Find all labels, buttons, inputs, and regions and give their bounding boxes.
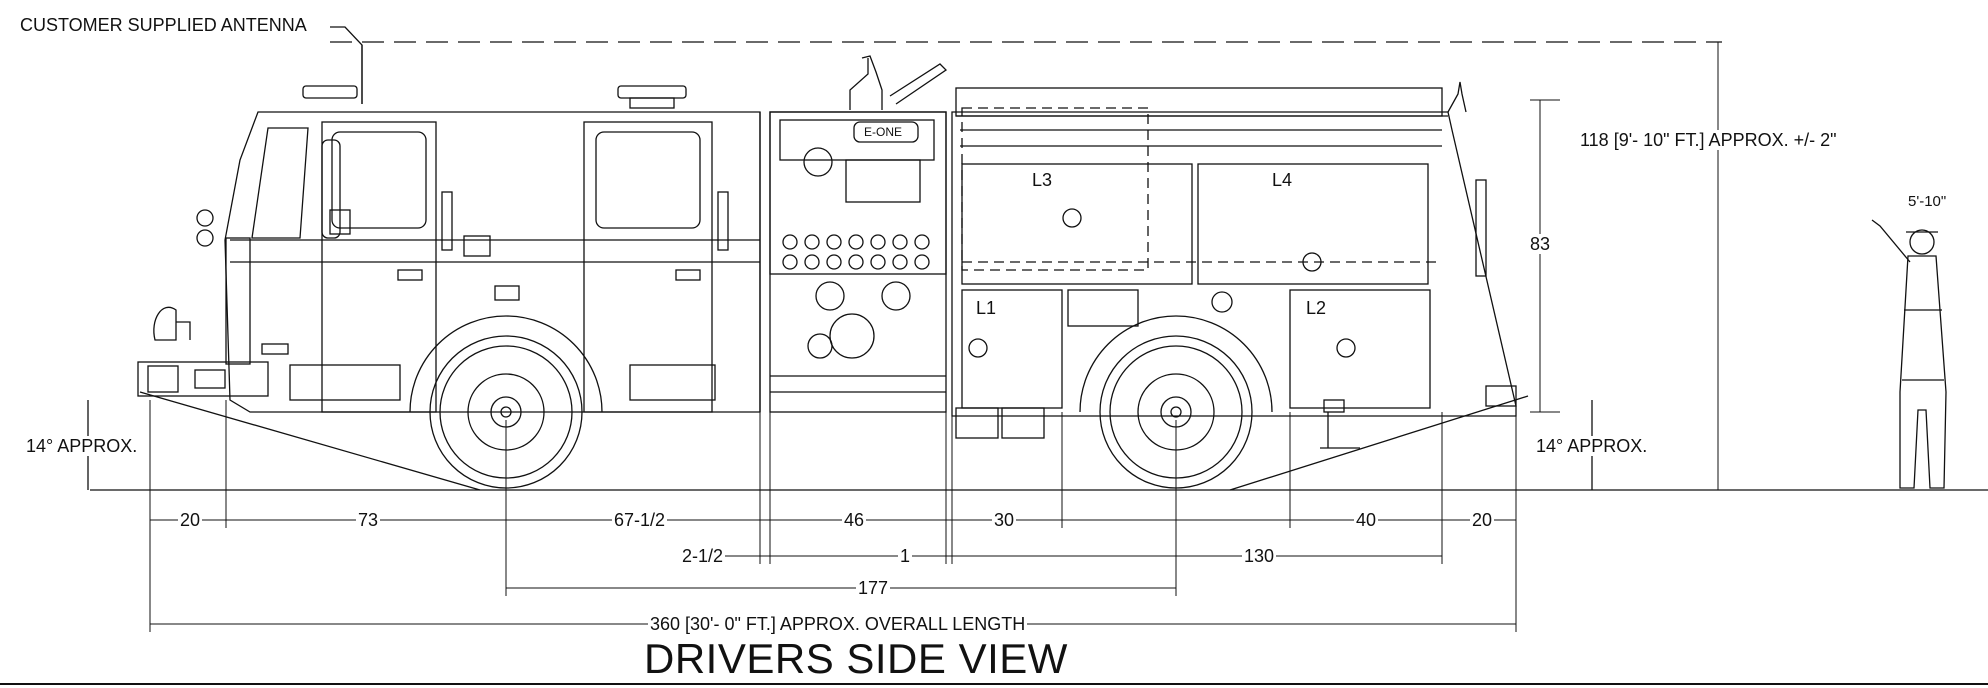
departure-angle-label: 14° APPROX. (1534, 436, 1650, 456)
dim-overall-length: 360 [30'- 0" FT.] APPROX. OVERALL LENGTH (648, 614, 1028, 634)
dim-wheelbase: 177 (856, 578, 891, 598)
cab (137, 85, 761, 413)
pump-logo: E-ONE (864, 125, 903, 139)
compartment-l2-label: L2 (1306, 298, 1327, 318)
dim-axle-to-cab-rear: 67-1/2 (612, 510, 668, 530)
dim-cab-gap: 2-1/2 (680, 546, 726, 566)
person-figure (1871, 219, 1947, 489)
dim-pump-gap: 1 (898, 546, 913, 566)
view-title: DRIVERS SIDE VIEW (644, 635, 1068, 682)
dim-front-to-axle: 73 (356, 510, 381, 530)
antenna-label: CUSTOMER SUPPLIED ANTENNA (20, 15, 307, 35)
dim-pump-panel: 46 (842, 510, 867, 530)
overall-height-label: 118 [9'- 10" FT.] APPROX. +/- 2" (1578, 130, 1839, 150)
pump-gauges-row (782, 234, 930, 270)
dim-rear-wheel-to-end: 40 (1354, 510, 1379, 530)
person-height-label: 5'-10" (1908, 193, 1947, 210)
pump-panel (769, 111, 947, 413)
compartment-l4-label: L4 (1272, 170, 1293, 190)
dim-rear-overhang: 20 (1470, 510, 1495, 530)
apparatus-body (951, 81, 1517, 449)
departure-angle-line (1229, 395, 1529, 491)
dim-body-to-tank: 30 (992, 510, 1017, 530)
deck-gun (849, 55, 948, 110)
compartment-l3-label: L3 (1032, 170, 1053, 190)
dim-front-overhang: 20 (178, 510, 203, 530)
dim-pump-to-rear: 130 (1242, 546, 1277, 566)
dimension-lines (149, 42, 1736, 632)
approach-angle-line (139, 391, 481, 491)
approach-angle-label: 14° APPROX. (24, 436, 140, 456)
compartment-l1-label: L1 (976, 298, 997, 318)
body-height-label: 83 (1528, 234, 1553, 254)
